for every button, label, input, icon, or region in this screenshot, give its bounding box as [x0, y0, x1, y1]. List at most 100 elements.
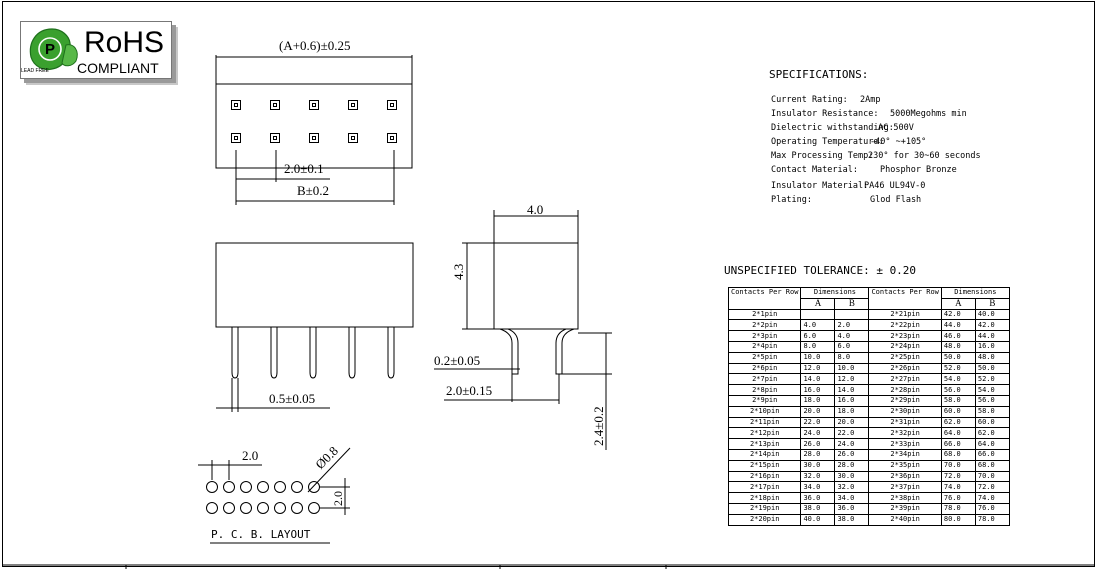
dim-pin-width-label: 0.5±0.05 — [269, 391, 316, 406]
spec-value: -40° ~+105° — [870, 137, 927, 147]
table-cell: 74.0 — [974, 492, 1010, 504]
table-cell: 18.0 — [834, 405, 870, 418]
table-cell: 58.0 — [940, 394, 976, 407]
specifications-title: SPECIFICATIONS: — [769, 68, 869, 81]
table-cell: 34.0 — [834, 492, 870, 504]
spec-value: Phosphor Bronze — [880, 165, 957, 175]
table-cell: 2.0 — [834, 319, 870, 332]
table-cell: 48.0 — [940, 340, 976, 353]
table-header-b-right: B — [974, 297, 1010, 310]
table-cell: 56.0 — [974, 394, 1010, 407]
dim-row-spacing-label: 2.0±0.15 — [446, 383, 493, 398]
table-cell: 78.0 — [940, 502, 976, 515]
table-cell: 2*9pin — [727, 394, 802, 407]
table-cell: 6.0 — [800, 330, 836, 342]
table-cell: 72.0 — [940, 470, 976, 483]
table-cell: 14.0 — [800, 373, 836, 386]
table-cell: 4.0 — [834, 330, 870, 342]
table-cell: 16.0 — [834, 394, 870, 407]
table-cell: 2*21pin — [868, 308, 942, 321]
table-cell: 4.0 — [800, 319, 836, 332]
spec-value: Glod Flash — [870, 195, 922, 205]
table-cell: 28.0 — [834, 459, 870, 472]
table-cell: 38.0 — [834, 513, 870, 526]
spec-label: Current Rating: — [771, 95, 848, 105]
table-cell: 10.0 — [834, 362, 870, 375]
table-cell: 46.0 — [940, 330, 976, 342]
spec-value: AC 500V — [878, 123, 914, 133]
pcb-layout-title: P. C. B. LAYOUT — [211, 528, 311, 541]
spec-label: Max Processing Temp: — [771, 151, 874, 161]
table-cell: 2*3pin — [727, 330, 802, 342]
table-cell — [834, 308, 870, 321]
side-pin-right — [555, 328, 575, 375]
dim-side-height-label: 4.3 — [451, 263, 466, 280]
spec-label: Insulator Material: — [771, 181, 869, 191]
table-cell: 32.0 — [834, 481, 870, 494]
table-cell: 44.0 — [974, 330, 1010, 342]
table-cell: 16.0 — [974, 340, 1010, 353]
table-cell: 2*26pin — [868, 362, 942, 375]
table-cell: 54.0 — [940, 373, 976, 386]
table-cell: 2*7pin — [727, 373, 802, 386]
spec-label: Contact Material: — [771, 165, 858, 175]
table-cell: 30.0 — [834, 470, 870, 483]
contact-square — [309, 100, 319, 110]
table-cell: 2*4pin — [727, 340, 802, 353]
table-cell: 58.0 — [974, 405, 1010, 418]
table-cell: 62.0 — [974, 427, 1010, 440]
side-view-body — [493, 242, 579, 330]
table-cell: 2*37pin — [868, 481, 942, 494]
table-cell: 2*40pin — [868, 513, 942, 526]
table-cell: 38.0 — [800, 502, 836, 515]
spec-value: PA46 UL94V-0 — [864, 181, 926, 191]
table-cell: 60.0 — [940, 405, 976, 418]
table-cell: 76.0 — [974, 502, 1010, 515]
table-cell: 72.0 — [974, 481, 1010, 494]
table-cell: 2*30pin — [868, 405, 942, 418]
table-cell: 2*11pin — [727, 416, 802, 429]
table-cell: 2*19pin — [727, 502, 802, 515]
contact-square — [270, 133, 280, 143]
table-cell: 62.0 — [940, 416, 976, 429]
table-cell: 50.0 — [974, 362, 1010, 375]
table-header-contacts-right: Contacts Per Row — [868, 287, 942, 310]
table-cell: 2*1pin — [727, 308, 802, 321]
table-cell: 14.0 — [834, 384, 870, 396]
table-cell: 2*27pin — [868, 373, 942, 386]
table-cell: 2*33pin — [868, 438, 942, 450]
table-cell: 16.0 — [800, 384, 836, 396]
table-cell: 76.0 — [940, 492, 976, 504]
table-cell: 2*5pin — [727, 351, 802, 364]
table-cell: 52.0 — [940, 362, 976, 375]
lead-free-leaf-icon: P — [29, 28, 78, 71]
dim-pin-thickness-label: 0.2±0.05 — [434, 353, 481, 368]
table-cell: 2*25pin — [868, 351, 942, 364]
dimension-table: Contacts Per Row Dimensions Contacts Per… — [727, 287, 1010, 526]
table-header-dimensions-left: Dimensions — [800, 287, 870, 299]
table-cell: 30.0 — [800, 459, 836, 472]
table-cell — [800, 308, 836, 321]
table-cell: 66.0 — [940, 438, 976, 450]
spec-label: Dielectric withstanding: — [771, 123, 894, 133]
table-cell: 24.0 — [800, 427, 836, 440]
side-pin-left — [499, 328, 519, 375]
table-cell: 20.0 — [800, 405, 836, 418]
table-cell: 2*22pin — [868, 319, 942, 332]
table-cell: 42.0 — [974, 319, 1010, 332]
table-cell: 80.0 — [940, 513, 976, 526]
